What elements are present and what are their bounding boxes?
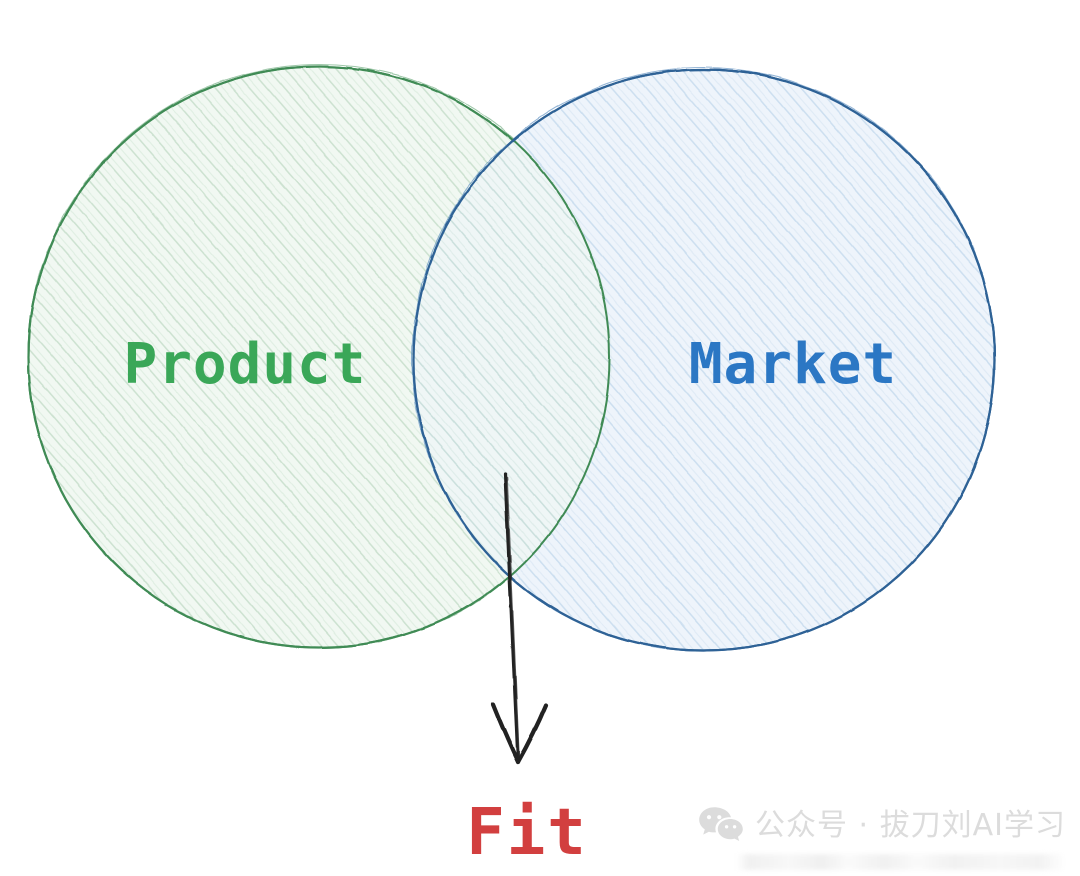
fit-label: Fit bbox=[466, 796, 588, 870]
wechat-icon bbox=[698, 805, 744, 847]
intersection-lens bbox=[413, 69, 609, 647]
product-label: Product bbox=[123, 332, 366, 397]
market-label: Market bbox=[689, 332, 897, 397]
watermark-row: 公众号 · 拔刀刘AI学习 bbox=[698, 805, 1066, 847]
market-circle-outline-top bbox=[412, 68, 996, 652]
fit-arrow bbox=[490, 472, 549, 765]
watermark: 公众号 · 拔刀刘AI学习 bbox=[698, 805, 1066, 870]
watermark-second-line-blurred bbox=[736, 854, 1066, 870]
watermark-text: 公众号 · 拔刀刘AI学习 bbox=[755, 808, 1066, 843]
product-circle-outline-top bbox=[27, 65, 611, 649]
